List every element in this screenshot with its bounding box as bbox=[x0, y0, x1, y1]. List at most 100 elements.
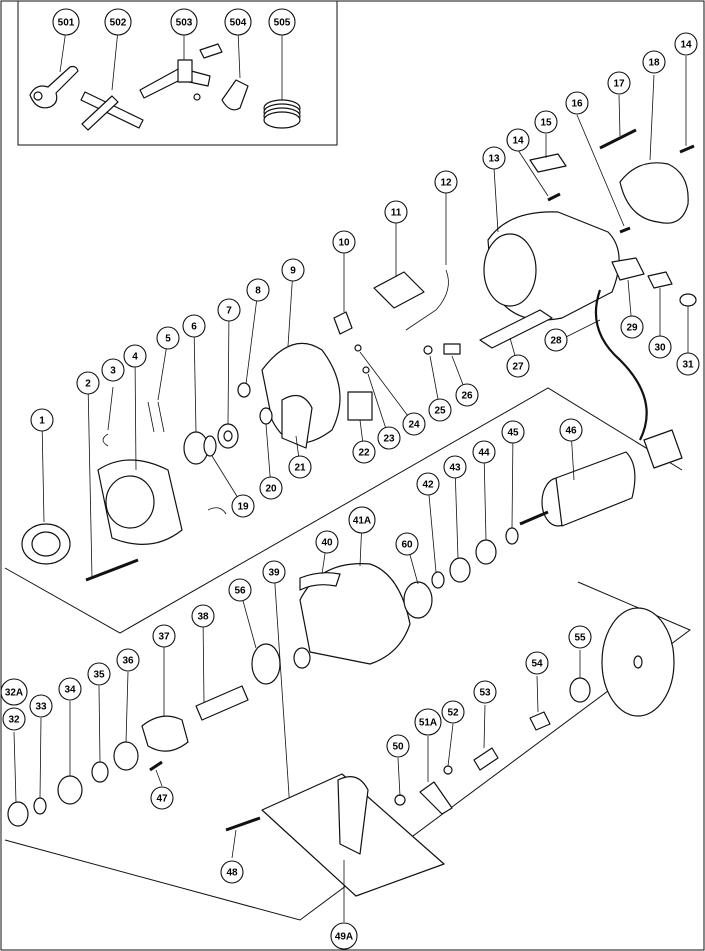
callout-24: 24 bbox=[402, 412, 426, 436]
brush-holder-5 bbox=[147, 337, 169, 433]
callout-circle bbox=[455, 383, 479, 407]
callout-label: 33 bbox=[35, 702, 47, 713]
callout-49A: 49A bbox=[330, 922, 358, 950]
callout-label: 46 bbox=[565, 426, 577, 437]
callout-38: 38 bbox=[191, 604, 215, 628]
callout-label: 8 bbox=[255, 286, 261, 297]
callout-18: 18 bbox=[642, 50, 666, 74]
label-plate-15 bbox=[529, 134, 567, 173]
callout-circle bbox=[87, 662, 111, 686]
callout-label: 27 bbox=[512, 362, 524, 373]
callout-circle bbox=[348, 506, 376, 534]
callout-47: 47 bbox=[150, 786, 174, 810]
callout-circle bbox=[482, 146, 506, 170]
callout-label: 52 bbox=[447, 708, 459, 719]
callout-circle bbox=[58, 677, 82, 701]
callout-label: 53 bbox=[479, 688, 491, 699]
callout-34: 34 bbox=[58, 677, 82, 701]
callout-circle bbox=[29, 694, 53, 718]
callout-label: 22 bbox=[358, 448, 370, 459]
callout-label: 6 bbox=[191, 322, 197, 333]
section-outline-base bbox=[4, 581, 691, 921]
callout-label: 28 bbox=[550, 336, 562, 347]
callout-label: 504 bbox=[230, 18, 247, 29]
callout-circle bbox=[330, 922, 358, 950]
callout-label: 21 bbox=[294, 463, 306, 474]
callout-501: 501 bbox=[52, 8, 80, 36]
callout-3: 3 bbox=[101, 358, 125, 382]
stator-4 bbox=[97, 355, 227, 545]
callout-circle bbox=[473, 680, 497, 704]
bearings-32-36 bbox=[7, 671, 139, 827]
callout-label: 48 bbox=[226, 868, 238, 879]
callout-circle bbox=[544, 328, 568, 352]
callout-circle bbox=[30, 408, 54, 432]
bearing-7-19 bbox=[203, 309, 244, 507]
callout-42: 42 bbox=[416, 472, 440, 496]
coil-505 bbox=[263, 30, 301, 129]
callout-label: 1 bbox=[39, 416, 45, 427]
callout-label: 29 bbox=[626, 323, 638, 334]
callout-15: 15 bbox=[534, 110, 558, 134]
callout-circle bbox=[395, 532, 419, 556]
callout-label: 12 bbox=[440, 178, 452, 189]
callout-circle bbox=[416, 472, 440, 496]
callout-circle bbox=[674, 32, 698, 56]
callout-circle bbox=[384, 200, 408, 224]
callout-43: 43 bbox=[443, 455, 467, 479]
callout-circle bbox=[525, 651, 549, 675]
callout-circle bbox=[104, 8, 132, 36]
callout-45: 45 bbox=[501, 420, 525, 444]
nozzle-504 bbox=[221, 29, 249, 111]
callout-12: 12 bbox=[434, 170, 458, 194]
callout-circle bbox=[501, 420, 525, 444]
callout-label: 505 bbox=[274, 18, 291, 29]
callout-circle bbox=[620, 315, 644, 339]
gear-56 bbox=[239, 589, 281, 685]
callout-circle bbox=[262, 560, 286, 584]
callout-circle bbox=[76, 371, 100, 395]
callout-circle bbox=[559, 418, 583, 442]
screw-47 bbox=[149, 760, 163, 787]
callout-circle bbox=[414, 708, 442, 736]
callout-5: 5 bbox=[156, 326, 180, 350]
bearings-42-45 bbox=[427, 431, 519, 589]
callout-48: 48 bbox=[220, 860, 244, 884]
callout-label: 44 bbox=[478, 448, 490, 459]
callout-label: 36 bbox=[122, 656, 134, 667]
callout-502: 502 bbox=[104, 8, 132, 36]
callout-circle bbox=[352, 440, 376, 464]
callout-circle bbox=[123, 344, 147, 368]
callout-label: 23 bbox=[383, 434, 395, 445]
callout-circle bbox=[182, 314, 206, 338]
callout-32A: 32A bbox=[0, 678, 28, 706]
callout-circle bbox=[288, 455, 312, 479]
callout-label: 7 bbox=[226, 306, 232, 317]
section-outline-motor bbox=[4, 387, 683, 634]
callout-label: 26 bbox=[461, 391, 473, 402]
callout-circle bbox=[217, 298, 241, 322]
callout-label: 11 bbox=[391, 208, 402, 219]
callout-7: 7 bbox=[217, 298, 241, 322]
callout-1: 1 bbox=[30, 408, 54, 432]
callout-label: 39 bbox=[268, 568, 280, 579]
callout-label: 10 bbox=[338, 238, 350, 249]
callout-19: 19 bbox=[231, 494, 255, 518]
screws-14-16-17 bbox=[517, 56, 695, 234]
rear-cap-18 bbox=[619, 74, 689, 224]
callout-22: 22 bbox=[352, 440, 376, 464]
callout-label: 502 bbox=[110, 18, 127, 29]
callout-label: 501 bbox=[58, 18, 75, 29]
callout-label: 50 bbox=[392, 742, 404, 753]
callout-60: 60 bbox=[395, 532, 419, 556]
base-plate-49A bbox=[261, 773, 445, 922]
callout-circle bbox=[386, 734, 410, 758]
callout-circle bbox=[472, 440, 496, 464]
callout-9: 9 bbox=[281, 258, 305, 282]
callout-circle bbox=[332, 230, 356, 254]
callout-label: 20 bbox=[265, 484, 277, 495]
switch-11 bbox=[373, 212, 425, 309]
callout-circle bbox=[268, 8, 296, 36]
callout-label: 54 bbox=[531, 659, 543, 670]
callout-circle bbox=[152, 624, 176, 648]
